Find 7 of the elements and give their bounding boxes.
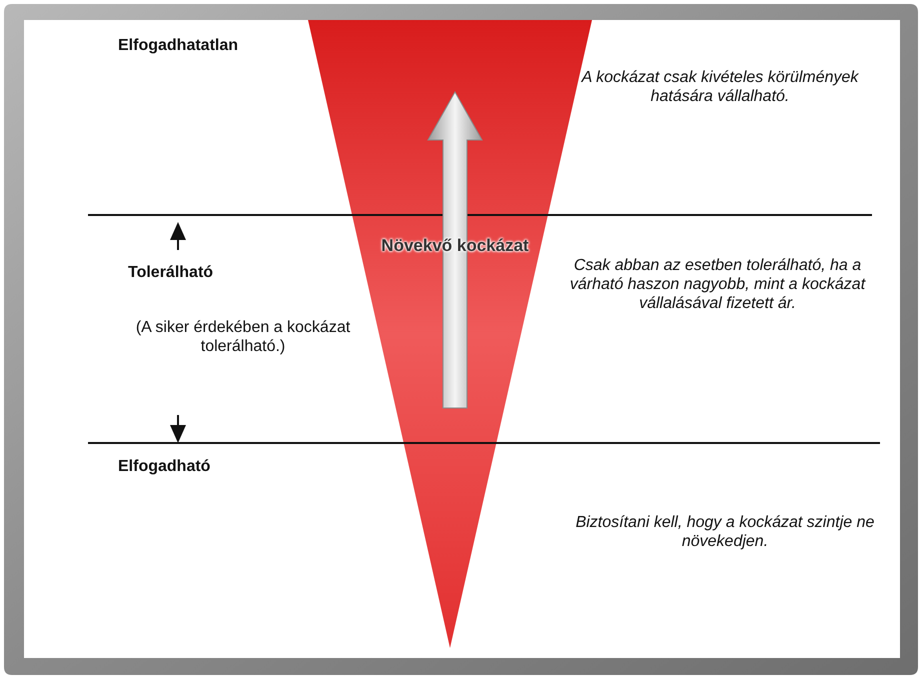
- zone-description: A kockázat csak kivételes körülmények hatására vállalható.: [580, 68, 860, 106]
- zone-note: (A siker érdekében a kockázat tolerálható.): [134, 318, 352, 356]
- zone-heading: Elfogadható: [118, 457, 212, 476]
- zone-heading: Tolerálható: [128, 263, 214, 282]
- zone-description: Biztosítani kell, hogy a kockázat szintje ne növekedjen.: [575, 513, 875, 552]
- zone-heading: Elfogadhatatlan: [118, 36, 240, 56]
- zone-description: Csak abban az esetben tolerálható, ha a várható haszon nagyobb, mint a kockázat vállalásával fizetett ár.: [568, 256, 867, 314]
